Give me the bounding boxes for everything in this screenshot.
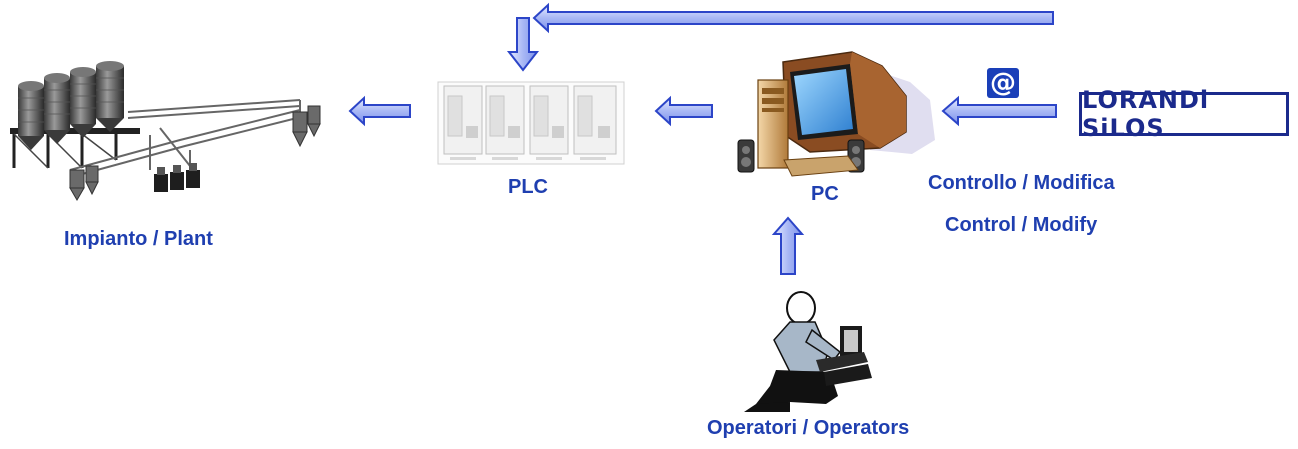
- arrow-plc-to-plant: [348, 95, 411, 127]
- arrow-pc-to-plc: [654, 95, 713, 127]
- feedback-arrow: [506, 2, 1054, 72]
- label-operators: Operatori / Operators: [707, 417, 910, 439]
- operator-icon: [744, 291, 872, 412]
- computer-icon: [737, 51, 935, 177]
- label-plant: Impianto / Plant: [64, 228, 213, 250]
- arrow-operator-to-pc: [771, 216, 805, 275]
- lorandi-silos-logo: LORANDi SiLOS: [1079, 86, 1289, 142]
- label-control-en: Control / Modify: [945, 214, 1098, 236]
- label-control-it: Controllo / Modifica: [928, 172, 1115, 194]
- label-pc: PC: [811, 183, 839, 205]
- logo-text: LORANDi SiLOS: [1082, 86, 1210, 142]
- at-icon: @: [987, 68, 1019, 98]
- label-plc: PLC: [508, 176, 548, 198]
- silo-plant-icon: [10, 61, 321, 201]
- arrow-remote-to-pc: [941, 95, 1057, 127]
- plc-modules-icon: [437, 81, 625, 165]
